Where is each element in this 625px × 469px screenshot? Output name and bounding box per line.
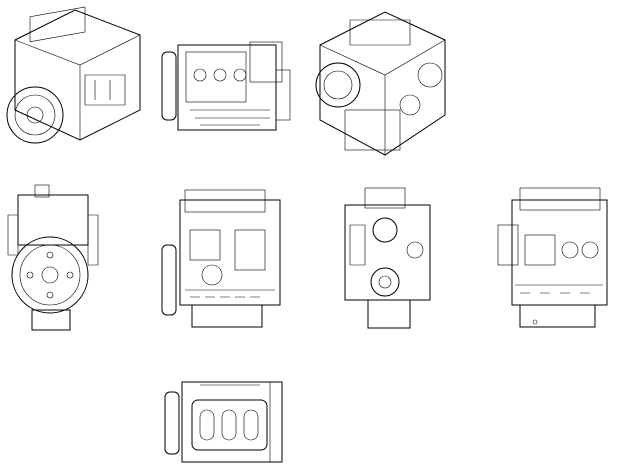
view-front-end [344,187,431,329]
view-isometric-left [6,6,141,144]
view-flywheel-end [7,184,99,331]
view-side-left [161,189,281,328]
view-isometric-right [315,11,446,156]
view-side-right [497,187,608,328]
view-top [161,41,291,131]
view-bottom [164,381,283,463]
